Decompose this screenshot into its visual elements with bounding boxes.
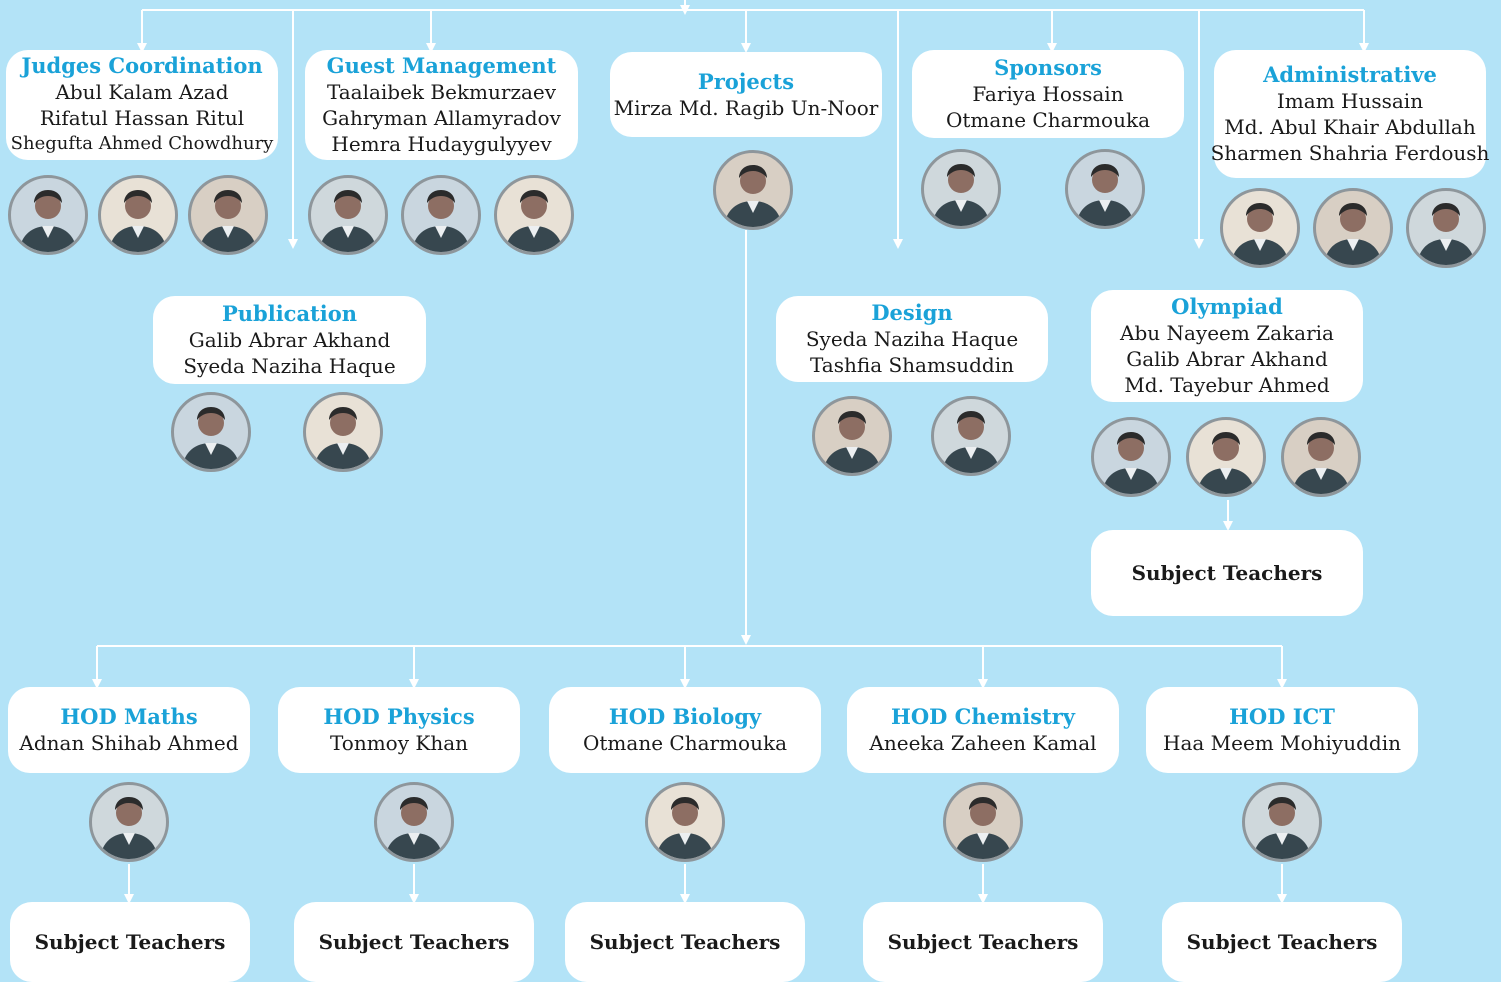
hod-name: Tonmoy Khan <box>330 731 468 755</box>
hod-chemistry-title: HOD Chemistry <box>891 704 1075 729</box>
subject-teachers-box: Subject Teachers <box>565 902 805 982</box>
avatar <box>1242 782 1322 862</box>
avatar <box>812 396 892 476</box>
guest-management-box: Guest Management Taalaibek Bekmurzaev Ga… <box>305 50 578 160</box>
subject-teachers-label: Subject Teachers <box>34 930 226 954</box>
avatar <box>1220 188 1300 268</box>
member-name: Shegufta Ahmed Chowdhury <box>10 133 274 154</box>
subject-teachers-box: Subject Teachers <box>1162 902 1402 982</box>
member-name: Rifatul Hassan Ritul <box>39 106 245 130</box>
member-name: Gahryman Allamyradov <box>322 106 561 130</box>
sponsors-title: Sponsors <box>994 55 1102 80</box>
member-name: Md. Abul Khair Abdullah <box>1224 115 1476 139</box>
hod-ict-box: HOD ICT Haa Meem Mohiyuddin <box>1146 687 1418 773</box>
avatar <box>943 782 1023 862</box>
hod-physics-title: HOD Physics <box>323 704 475 729</box>
design-box: Design Syeda Naziha Haque Tashfia Shamsu… <box>776 296 1048 382</box>
hod-physics-box: HOD Physics Tonmoy Khan <box>278 687 520 773</box>
member-name: Abul Kalam Azad <box>55 80 229 104</box>
subject-teachers-label: Subject Teachers <box>1131 561 1323 585</box>
subject-teachers-label: Subject Teachers <box>589 930 781 954</box>
judges-coordination-box: Judges Coordination Abul Kalam Azad Rifa… <box>6 50 278 160</box>
hod-name: Haa Meem Mohiyuddin <box>1163 731 1401 755</box>
member-name: Sharmen Shahria Ferdoush <box>1210 141 1490 165</box>
member-name: Mirza Md. Ragib Un-Noor <box>613 95 879 120</box>
projects-box: Projects Mirza Md. Ragib Un-Noor <box>610 52 882 137</box>
member-name: Galib Abrar Akhand <box>1126 347 1328 371</box>
olympiad-title: Olympiad <box>1171 294 1283 319</box>
avatar <box>1313 188 1393 268</box>
guest-management-title: Guest Management <box>326 53 557 78</box>
subject-teachers-label: Subject Teachers <box>887 930 1079 954</box>
hod-name: Aneeka Zaheen Kamal <box>869 731 1097 755</box>
avatar <box>98 175 178 255</box>
avatar <box>303 392 383 472</box>
avatar <box>374 782 454 862</box>
design-title: Design <box>871 300 953 325</box>
publication-box: Publication Galib Abrar Akhand Syeda Naz… <box>153 296 426 384</box>
hod-name: Adnan Shihab Ahmed <box>19 731 239 755</box>
hod-chemistry-box: HOD Chemistry Aneeka Zaheen Kamal <box>847 687 1119 773</box>
avatar <box>401 175 481 255</box>
member-name: Syeda Naziha Haque <box>805 327 1019 351</box>
member-name: Abu Nayeem Zakaria <box>1120 321 1334 345</box>
hod-ict-title: HOD ICT <box>1229 704 1335 729</box>
avatar <box>1406 188 1486 268</box>
member-name: Syeda Naziha Haque <box>183 354 396 378</box>
member-name: Fariya Hossain <box>972 82 1124 106</box>
member-name: Hemra Hudaygulyyev <box>331 132 552 156</box>
avatar <box>308 175 388 255</box>
avatar <box>931 396 1011 476</box>
member-name: Imam Hussain <box>1276 89 1424 113</box>
avatar <box>188 175 268 255</box>
member-name: Tashfia Shamsuddin <box>810 353 1014 377</box>
hod-maths-box: HOD Maths Adnan Shihab Ahmed <box>8 687 250 773</box>
judges-coordination-title: Judges Coordination <box>21 53 263 78</box>
avatar <box>89 782 169 862</box>
member-name: Galib Abrar Akhand <box>188 328 391 352</box>
subject-teachers-box: Subject Teachers <box>863 902 1103 982</box>
subject-teachers-label: Subject Teachers <box>1186 930 1378 954</box>
avatar <box>494 175 574 255</box>
member-name: Taalaibek Bekmurzaev <box>326 80 557 104</box>
hod-biology-box: HOD Biology Otmane Charmouka <box>549 687 821 773</box>
avatar <box>1186 417 1266 497</box>
administrative-box: Administrative Imam Hussain Md. Abul Kha… <box>1211 50 1489 178</box>
olympiad-box: Olympiad Abu Nayeem Zakaria Galib Abrar … <box>1091 290 1363 402</box>
hod-name: Otmane Charmouka <box>583 731 787 755</box>
avatar <box>1065 149 1145 229</box>
avatar <box>645 782 725 862</box>
avatar <box>713 150 793 230</box>
member-name: Md. Tayebur Ahmed <box>1124 373 1330 397</box>
avatar <box>171 392 251 472</box>
hod-maths-title: HOD Maths <box>60 704 198 729</box>
olympiad-subject-teachers-box: Subject Teachers <box>1091 530 1363 616</box>
administrative-title: Administrative <box>1263 62 1437 87</box>
hod-biology-title: HOD Biology <box>608 704 762 729</box>
publication-title: Publication <box>221 301 358 326</box>
avatar <box>8 175 88 255</box>
member-name: Otmane Charmouka <box>946 108 1150 132</box>
avatar <box>1281 417 1361 497</box>
avatar <box>921 149 1001 229</box>
subject-teachers-label: Subject Teachers <box>318 930 510 954</box>
subject-teachers-box: Subject Teachers <box>10 902 250 982</box>
sponsors-box: Sponsors Fariya Hossain Otmane Charmouka <box>912 50 1184 138</box>
avatar <box>1091 417 1171 497</box>
projects-title: Projects <box>697 68 795 94</box>
subject-teachers-box: Subject Teachers <box>294 902 534 982</box>
